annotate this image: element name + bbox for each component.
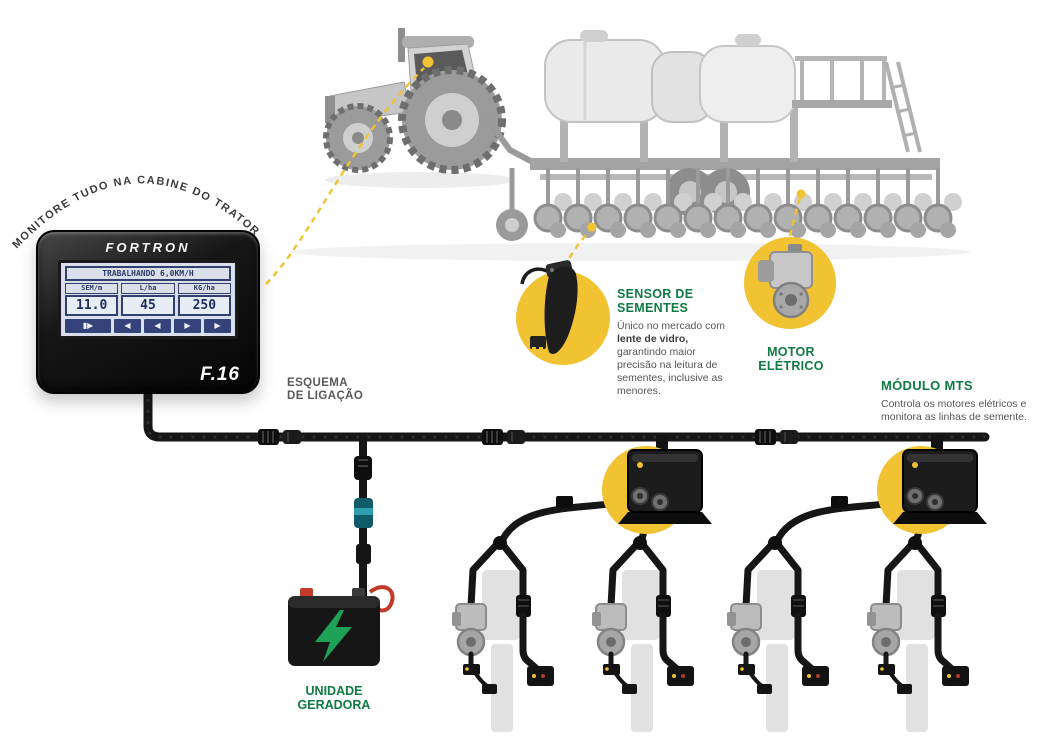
lcd-value: 11.0 <box>65 295 119 316</box>
lcd-button-row: ▮▶ ◀ ◀ ▶ ▶ <box>65 319 231 333</box>
lcd-header: SEM/m <box>65 283 119 294</box>
planter-illustration <box>479 30 964 241</box>
wiring-scheme-label-line1: ESQUEMA <box>287 377 348 389</box>
lcd-status-bar: TRABALHANDO 6,0KM/H <box>65 266 231 281</box>
lcd-play-pause-button[interactable]: ▮▶ <box>65 319 111 333</box>
lcd-header: L/ha <box>121 283 175 294</box>
branch-assembly <box>592 536 694 732</box>
lightning-icon <box>315 610 352 662</box>
mts-module-description: Controla os motores elétricos e monitora… <box>881 398 1027 423</box>
lcd-value: 250 <box>177 295 231 316</box>
motor-row-dot <box>796 189 806 199</box>
sensor-row-dot <box>587 222 597 232</box>
generator-unit-label: UNIDADE GERADORA <box>297 684 371 712</box>
tractor-cab-dot <box>422 56 434 68</box>
lcd-header: KG/ha <box>177 283 231 294</box>
seed-sensor-description: Único no mercado com lente de vidro, gar… <box>617 320 725 397</box>
lcd-left-arrow-button[interactable]: ◀ <box>143 319 171 333</box>
branch-assembly <box>452 536 554 732</box>
lcd-left-arrow-button[interactable]: ◀ <box>113 319 141 333</box>
electric-motor-callout-circle <box>744 237 836 329</box>
seed-sensor-callout: SENSOR DE SEMENTES Único no mercado com … <box>617 287 737 398</box>
lcd-right-arrow-button[interactable]: ▶ <box>173 319 201 333</box>
mts-module <box>876 445 988 535</box>
generator-branch <box>288 433 395 666</box>
mts-module-callout: MÓDULO MTS Controla os motores elétricos… <box>881 379 1053 424</box>
electric-motor-label: MOTOR ELÉTRICO <box>758 345 824 373</box>
main-harness-cable <box>143 383 990 446</box>
fortron-monitor: FORTRON TRABALHANDO 6,0KM/H SEM/m 11.0 L… <box>36 230 260 394</box>
f16-model-logo: F.16 <box>200 364 240 385</box>
seed-sensor-illustration <box>520 260 578 355</box>
branch-assembly <box>727 536 829 732</box>
lcd-right-arrow-button[interactable]: ▶ <box>203 319 231 333</box>
mts-module <box>601 445 713 535</box>
seed-sensor-callout-circle <box>516 260 610 365</box>
dashed-line-monitor-tractor <box>265 67 425 285</box>
lcd-column-fertilizer: KG/ha 250 <box>177 283 231 316</box>
tractor-illustration <box>323 28 506 174</box>
wiring-scheme-label-line2: DE LIGAÇÃO <box>287 390 364 402</box>
seed-sensor-title: SENSOR DE SEMENTES <box>617 287 694 315</box>
tractor-planter-illustration <box>290 28 970 261</box>
fortron-brand-logo: FORTRON <box>105 240 191 255</box>
monitor-lcd-screen: TRABALHANDO 6,0KM/H SEM/m 11.0 L/ha 45 K… <box>58 260 238 339</box>
wiring-scheme-label: ESQUEMA DE LIGAÇÃO <box>287 377 363 403</box>
lcd-column-seeds: SEM/m 11.0 <box>65 283 119 316</box>
generator-battery <box>288 585 395 666</box>
electric-motor-illustration <box>758 244 813 319</box>
module-feed-cables <box>498 435 943 547</box>
branch-assembly <box>867 536 969 732</box>
mts-module-title: MÓDULO MTS <box>881 378 973 393</box>
lcd-column-liquid: L/ha 45 <box>121 283 175 316</box>
dashed-line-motor <box>788 197 802 237</box>
lcd-value: 45 <box>121 295 175 316</box>
lcd-readings: SEM/m 11.0 L/ha 45 KG/ha 250 <box>65 283 231 316</box>
